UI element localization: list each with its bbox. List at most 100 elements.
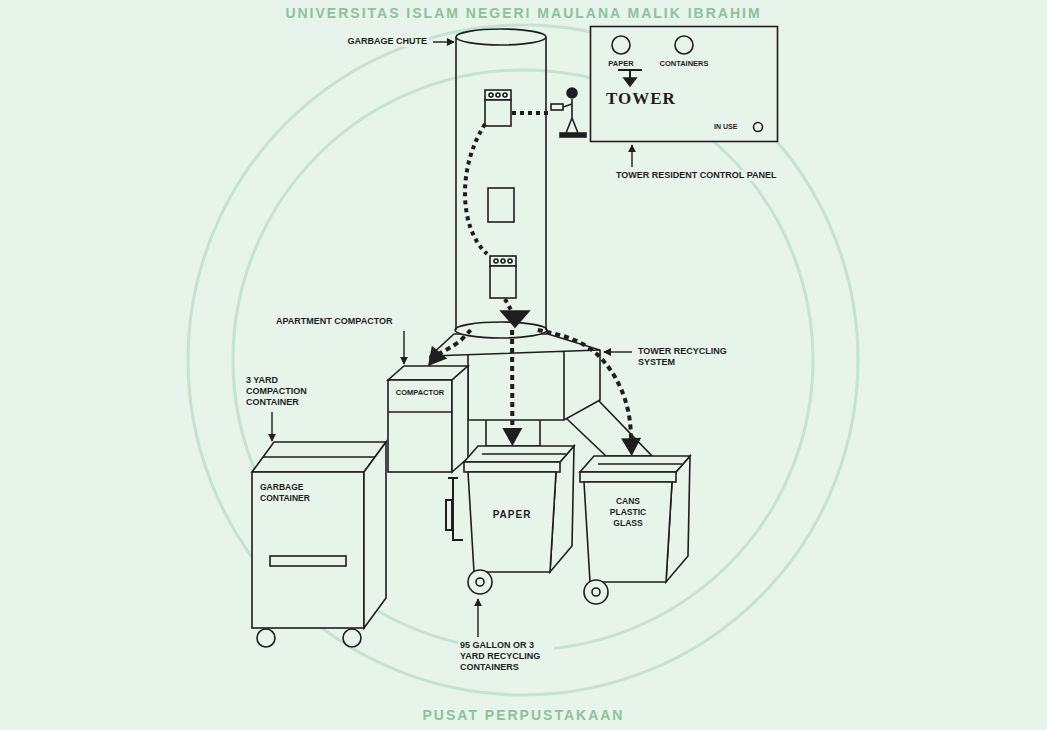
paper-bin-outline	[482, 453, 566, 455]
control-panel-outline	[754, 123, 763, 132]
paper-bin-outline	[462, 446, 574, 596]
garbage-chute-outline	[485, 90, 511, 100]
containers-bin: CANS PLASTIC GLASS	[578, 456, 690, 608]
garbage-chute-outline	[455, 28, 547, 330]
garbage-chute-outline	[465, 124, 487, 254]
garbage-chute-outline	[490, 256, 516, 266]
callout-arrow	[271, 412, 272, 441]
garbage-container: GARBAGE CONTAINER	[252, 428, 386, 650]
containers-bin-outline	[584, 580, 608, 604]
compactor-unit-outline	[388, 411, 452, 413]
flow-arrow	[428, 330, 471, 366]
callout-arrow	[604, 351, 632, 352]
containers-bin-outline	[580, 456, 690, 604]
control-panel: PAPERCONTAINERS TOWER IN USE	[590, 26, 778, 142]
watermark-seal	[233, 70, 813, 650]
button-label: PAPER	[596, 59, 646, 68]
garbage-chute-outline	[501, 259, 505, 263]
containers-bin-outline	[578, 456, 690, 608]
control-panel-outline	[591, 27, 778, 142]
compactor-unit-outline	[388, 380, 452, 472]
paper-bin-outline	[464, 446, 574, 594]
garbage-chute-outline	[503, 93, 507, 97]
compactor-unit-outline	[388, 366, 468, 472]
brand-logo: TOWER	[606, 88, 676, 109]
garbage-container-outline	[252, 472, 364, 628]
containers-bin-outline	[580, 456, 690, 472]
resident-figure	[567, 88, 577, 98]
paper-bin: PAPER	[462, 446, 574, 596]
compactor-unit: COMPACTOR	[388, 366, 468, 472]
callout-label: 3 YARD COMPACTION CONTAINER	[244, 375, 318, 408]
garbage-container-outline	[257, 629, 275, 647]
garbage-container-outline	[343, 629, 361, 647]
garbage-chute-outline	[496, 93, 500, 97]
arrow-head	[502, 428, 522, 446]
garbage-chute-outline	[490, 266, 516, 298]
garbage-chute-outline	[489, 93, 493, 97]
flow-line	[437, 330, 471, 355]
watermark-seal	[188, 25, 858, 695]
containers-bin-outline	[598, 463, 682, 465]
callout-label: 95 GALLON OR 3 YARD RECYCLING CONTAINERS	[458, 640, 554, 673]
garbage-container-outline	[252, 442, 386, 472]
flow-arrow	[538, 330, 641, 456]
bin-label: PAPER	[474, 508, 550, 521]
callout-label: TOWER RESIDENT CONTROL PANEL	[614, 170, 779, 181]
garbage-container-outline	[263, 456, 375, 458]
watermark-text: PUSAT PERPUSTAKAAN	[421, 706, 627, 724]
container-label: GARBAGE CONTAINER	[260, 482, 324, 504]
containers-bin-outline	[580, 472, 676, 482]
bin-label: CANS PLASTIC GLASS	[600, 496, 656, 529]
flow-line	[538, 330, 631, 442]
paper-bin-outline	[464, 462, 560, 472]
control-panel-outline	[590, 26, 778, 142]
garbage-chute: GARBAGE CHUTE	[455, 28, 547, 330]
garbage-chute-outline	[494, 259, 498, 263]
garbage-container-outline	[252, 442, 386, 647]
arrow-head	[428, 346, 447, 366]
callout-arrow	[403, 331, 404, 364]
callout-arrow	[631, 145, 632, 167]
status-label: IN USE	[714, 122, 737, 131]
compactor-unit-outline	[388, 366, 468, 472]
chute-heading: GARBAGE CHUTE	[345, 36, 429, 47]
garbage-chute-outline	[456, 29, 546, 330]
resident-figure	[551, 104, 563, 110]
garbage-container-outline	[364, 442, 386, 628]
paper-bin-outline	[464, 446, 574, 462]
paper-bin-outline	[476, 578, 484, 586]
resident-figure	[560, 133, 586, 137]
paper-bin-outline	[468, 570, 492, 594]
garbage-chute-outline	[456, 29, 546, 45]
button-label: CONTAINERS	[648, 59, 720, 68]
garbage-chute-outline	[485, 100, 511, 126]
containers-bin-outline	[584, 482, 672, 582]
garbage-chute-outline	[501, 311, 529, 327]
resident-figure	[551, 88, 586, 137]
garbage-chute-outline	[505, 299, 511, 310]
garbage-container-outline	[270, 556, 346, 566]
watermark-seal	[188, 25, 858, 695]
paper-bin-outline	[468, 472, 556, 572]
control-panel-outline	[624, 78, 636, 86]
containers-bin-outline	[592, 588, 600, 596]
callout-arrow	[433, 41, 454, 42]
control-panel-outline	[675, 36, 693, 54]
callout-label: TOWER RECYCLING SYSTEM	[636, 346, 744, 368]
garbage-chute-outline	[508, 259, 512, 263]
garbage-chute-outline	[488, 188, 514, 222]
garbage-container-outline	[252, 428, 386, 650]
compactor-lever	[446, 478, 463, 540]
control-panel-outline	[591, 27, 778, 142]
unit-label: COMPACTOR	[390, 388, 450, 397]
arrow-head	[621, 438, 641, 456]
compactor-unit-outline	[452, 366, 468, 472]
flow-arrow	[502, 330, 522, 446]
control-panel-outline	[612, 36, 630, 54]
compactor-lever	[446, 500, 452, 530]
callout-label: APARTMENT COMPACTOR	[274, 316, 395, 327]
